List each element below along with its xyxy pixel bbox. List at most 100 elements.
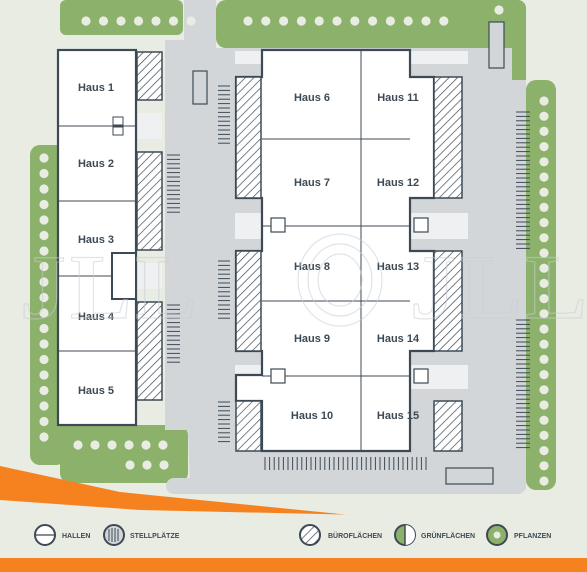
plant-dot bbox=[539, 324, 549, 334]
label-haus-14: Haus 14 bbox=[377, 333, 420, 345]
utility-boxes bbox=[192, 21, 505, 485]
plant-dot bbox=[314, 16, 324, 26]
label-haus-6: Haus 6 bbox=[294, 92, 330, 104]
label-haus-10: Haus 10 bbox=[291, 410, 333, 422]
building-block-west bbox=[56, 48, 163, 427]
label-haus-15: Haus 15 bbox=[377, 410, 419, 422]
plant-dot bbox=[39, 246, 49, 256]
parking-spaces bbox=[167, 85, 530, 470]
plant-dot bbox=[125, 460, 135, 470]
plant-dot bbox=[539, 218, 549, 228]
plant-dot bbox=[539, 96, 549, 106]
watermark: JLL JLL bbox=[19, 233, 587, 339]
label-haus-9: Haus 9 bbox=[294, 333, 330, 345]
label-haus-7: Haus 7 bbox=[294, 177, 330, 189]
legend-gruenflaechen: GRÜNFLÄCHEN bbox=[394, 524, 475, 546]
plant-dot bbox=[539, 461, 549, 471]
plant-dot bbox=[90, 440, 100, 450]
plant-dot bbox=[39, 416, 49, 427]
plant-dot bbox=[385, 16, 395, 26]
plant-dot bbox=[159, 460, 169, 470]
plant-dot bbox=[158, 440, 168, 450]
label-haus-12: Haus 12 bbox=[377, 177, 419, 189]
legend-stellplaetze-label: STELLPLÄTZE bbox=[130, 532, 180, 540]
plant-dot bbox=[539, 385, 549, 395]
legend-stellplaetze: STELLPLÄTZE bbox=[103, 524, 180, 546]
plant-dot bbox=[133, 16, 144, 26]
label-haus-5: Haus 5 bbox=[78, 385, 114, 397]
label-haus-4: Haus 4 bbox=[78, 311, 115, 323]
plant-dot bbox=[539, 187, 549, 197]
plant-dot bbox=[539, 370, 549, 380]
plant-dot bbox=[107, 440, 117, 450]
plant-dot bbox=[39, 339, 49, 349]
plant-dot bbox=[539, 202, 549, 212]
plant-dot bbox=[539, 415, 549, 425]
plant-dot bbox=[243, 16, 253, 26]
plant-dot bbox=[539, 142, 549, 152]
plant-dot bbox=[116, 16, 126, 26]
plant-dot bbox=[73, 440, 83, 450]
plant-dot bbox=[151, 16, 161, 26]
plant-dot bbox=[539, 354, 549, 364]
plant-dot bbox=[539, 278, 549, 288]
plant-dot bbox=[39, 153, 49, 163]
watermark-text: JLL bbox=[20, 236, 201, 338]
plant-dot bbox=[39, 168, 49, 179]
legend-gruenflaechen-label: GRÜNFLÄCHEN bbox=[421, 531, 475, 540]
plant-dot bbox=[539, 111, 549, 121]
plant-dot bbox=[539, 339, 549, 349]
stellplaetze-icon bbox=[103, 524, 125, 546]
plant-dot bbox=[539, 126, 549, 136]
plant-dot bbox=[539, 476, 549, 486]
plant-dot bbox=[539, 172, 549, 182]
plants bbox=[39, 5, 549, 486]
plant-dot bbox=[539, 400, 549, 410]
plant-dot bbox=[98, 16, 109, 26]
plant-dot bbox=[39, 354, 49, 365]
plant-dot bbox=[539, 248, 549, 258]
plant-dot bbox=[39, 401, 49, 411]
plant-dot bbox=[439, 16, 449, 26]
plant-dot bbox=[39, 184, 49, 194]
label-haus-8: Haus 8 bbox=[294, 261, 330, 273]
label-haus-3: Haus 3 bbox=[78, 234, 114, 246]
plant-dot bbox=[539, 446, 549, 456]
label-haus-2: Haus 2 bbox=[78, 158, 114, 170]
legend: HALLEN STELLPLÄTZE BÜROFLÄCHEN GRÜNFLÄCH… bbox=[34, 524, 551, 546]
plant-dot bbox=[279, 16, 289, 26]
legend-bueroflaechen: BÜROFLÄCHEN bbox=[299, 524, 382, 546]
plant-dot bbox=[494, 5, 504, 15]
plant-dot bbox=[421, 16, 431, 26]
plant-dot bbox=[539, 430, 549, 440]
legend-pflanzen-label: PFLANZEN bbox=[514, 533, 551, 540]
legend-pflanzen: PFLANZEN bbox=[486, 524, 551, 546]
legend-hallen-label: HALLEN bbox=[62, 533, 90, 540]
plant-dot bbox=[539, 294, 549, 304]
plant-dot bbox=[39, 370, 49, 380]
label-haus-13: Haus 13 bbox=[377, 261, 419, 273]
plant-dot bbox=[39, 432, 49, 442]
legend-hallen: HALLEN bbox=[34, 524, 90, 546]
plant-dot bbox=[296, 16, 306, 26]
legend-bueroflaechen-label: BÜROFLÄCHEN bbox=[328, 531, 382, 540]
label-haus-1: Haus 1 bbox=[78, 82, 114, 94]
plant-dot bbox=[368, 16, 378, 26]
building-labels: Haus 1 Haus 2 Haus 3 Haus 4 Haus 5 Haus … bbox=[78, 82, 420, 422]
plant-dot bbox=[39, 292, 49, 303]
plant-dot bbox=[539, 263, 549, 273]
plant-dot bbox=[39, 323, 49, 334]
plant-dot bbox=[39, 385, 49, 396]
plant-dot bbox=[350, 16, 360, 26]
building-block-center bbox=[234, 48, 463, 453]
plant-dot bbox=[39, 277, 49, 287]
plant-dot bbox=[142, 460, 152, 470]
plant-dot bbox=[81, 16, 91, 26]
plant-dot bbox=[539, 157, 549, 167]
watermark-text: JLL bbox=[410, 236, 587, 338]
plant-dot bbox=[39, 308, 49, 318]
bueroflaechen-icon bbox=[299, 524, 321, 546]
plant-dot bbox=[332, 16, 342, 26]
plant-dot bbox=[39, 215, 49, 225]
